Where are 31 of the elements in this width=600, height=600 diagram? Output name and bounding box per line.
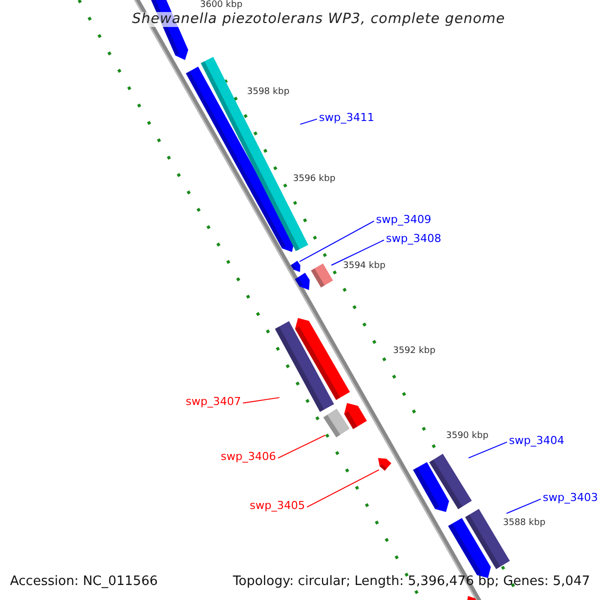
gene-label: swp_3411 (319, 112, 374, 124)
leader-line (306, 469, 380, 508)
leader-line (506, 498, 542, 514)
leader-line (242, 397, 280, 404)
gene-label: swp_3403 (542, 492, 598, 504)
scale-label: 3596 kbp (293, 175, 336, 185)
gene-bar (274, 321, 334, 412)
gene-label: swp_3405 (250, 500, 305, 512)
scale-label: 3588 kbp (503, 519, 546, 529)
scale-label: 3590 kbp (446, 432, 488, 442)
gene-label: swp_3404 (509, 435, 564, 448)
genome-info-text: Topology: circular; Length: 5,396,476 bp; Genes: 5,047 (232, 575, 590, 590)
gene-bar (290, 260, 300, 272)
scale-label: 3598 kbp (247, 88, 290, 98)
gene-label: swp_3406 (220, 451, 276, 464)
gene-bar (429, 454, 472, 510)
leader-line (300, 118, 318, 125)
scale-label: 3600 kbp (200, 1, 242, 11)
leader-line (299, 220, 374, 262)
gene-label: swp_3408 (386, 233, 442, 246)
leader-line (278, 434, 326, 459)
scale-label: 3592 kbp (393, 347, 436, 357)
gene-bar (323, 408, 350, 438)
gene-label: swp_3409 (376, 214, 432, 226)
leader-line (468, 442, 508, 458)
gene-bar (378, 458, 392, 471)
gene-label: swp_3407 (186, 396, 241, 408)
accession-text: Accession: NC_011566 (10, 575, 158, 590)
scale-label: 3594 kbp (343, 262, 386, 272)
gene-bar (310, 263, 334, 288)
leader-line (330, 240, 384, 266)
